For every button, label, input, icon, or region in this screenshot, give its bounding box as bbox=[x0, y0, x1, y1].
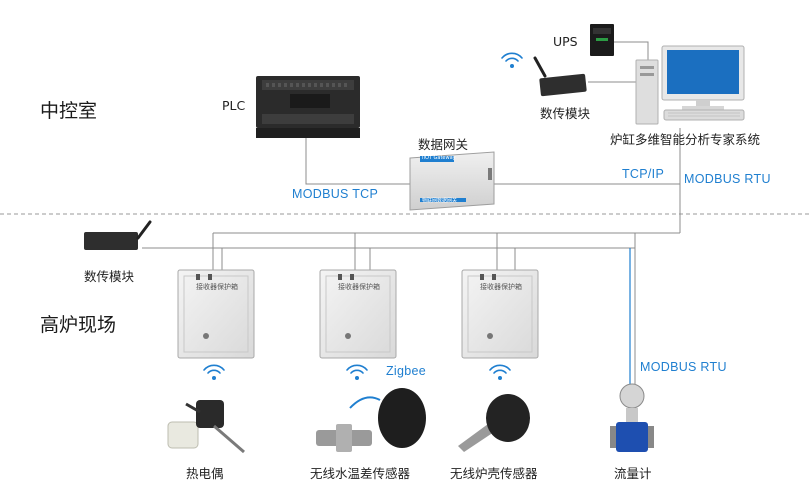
collector-box-1 bbox=[177, 269, 255, 359]
zigbee-label: Zigbee bbox=[386, 364, 427, 378]
thermocouple-label: 热电偶 bbox=[186, 466, 224, 481]
wifi-icon-box-3 bbox=[489, 364, 511, 380]
plc-label: PLC bbox=[222, 98, 246, 113]
modem-top-device bbox=[533, 56, 587, 97]
modbus-rtu-top-label: MODBUS RTU bbox=[684, 172, 771, 186]
collector-1-panel: 接收器保护箱 bbox=[196, 283, 238, 291]
wifi-icon-box-1 bbox=[203, 364, 225, 380]
gateway-panel-text: IIOT Gateway bbox=[422, 155, 456, 161]
shell-sensor-device bbox=[458, 394, 530, 452]
water-temp-sensor-label: 无线水温差传感器 bbox=[310, 466, 411, 481]
shell-sensor-label: 无线炉壳传感器 bbox=[450, 466, 538, 481]
collector-box-3 bbox=[461, 269, 539, 359]
gateway-device bbox=[409, 151, 495, 211]
wifi-icon-top bbox=[501, 52, 523, 68]
modbus-rtu-flow-label: MODBUS RTU bbox=[640, 360, 727, 374]
expert-system-label: 炉缸多维智能分析专家系统 bbox=[610, 132, 761, 147]
modem-left-device bbox=[84, 220, 152, 250]
flowmeter-device bbox=[610, 383, 654, 452]
zone-control-room-label: 中控室 bbox=[40, 100, 98, 122]
zone-field-label: 高炉现场 bbox=[40, 314, 117, 336]
computer-device bbox=[635, 45, 745, 125]
flowmeter-label: 流量计 bbox=[614, 466, 652, 481]
modbus-tcp-label: MODBUS TCP bbox=[292, 187, 379, 201]
collector-3-panel: 接收器保护箱 bbox=[480, 283, 522, 291]
water-temp-sensor-device bbox=[316, 388, 426, 452]
plc-device bbox=[256, 76, 360, 138]
tcp-ip-label: TCP/IP bbox=[622, 167, 665, 181]
ups-label: UPS bbox=[553, 34, 578, 49]
collector-2-panel: 接收器保护箱 bbox=[338, 283, 380, 291]
gateway-label: 数据网关 bbox=[418, 137, 469, 152]
wifi-icon-box-2 bbox=[346, 364, 368, 380]
collector-box-2 bbox=[319, 269, 397, 359]
modem-top-label: 数传模块 bbox=[540, 106, 591, 121]
gateway-sub-text: 物联网数据网关 bbox=[422, 198, 458, 204]
thermocouple-device bbox=[167, 400, 245, 454]
ups-device bbox=[590, 24, 614, 56]
modem-left-label: 数传模块 bbox=[84, 269, 135, 284]
connection-lines bbox=[142, 41, 681, 390]
